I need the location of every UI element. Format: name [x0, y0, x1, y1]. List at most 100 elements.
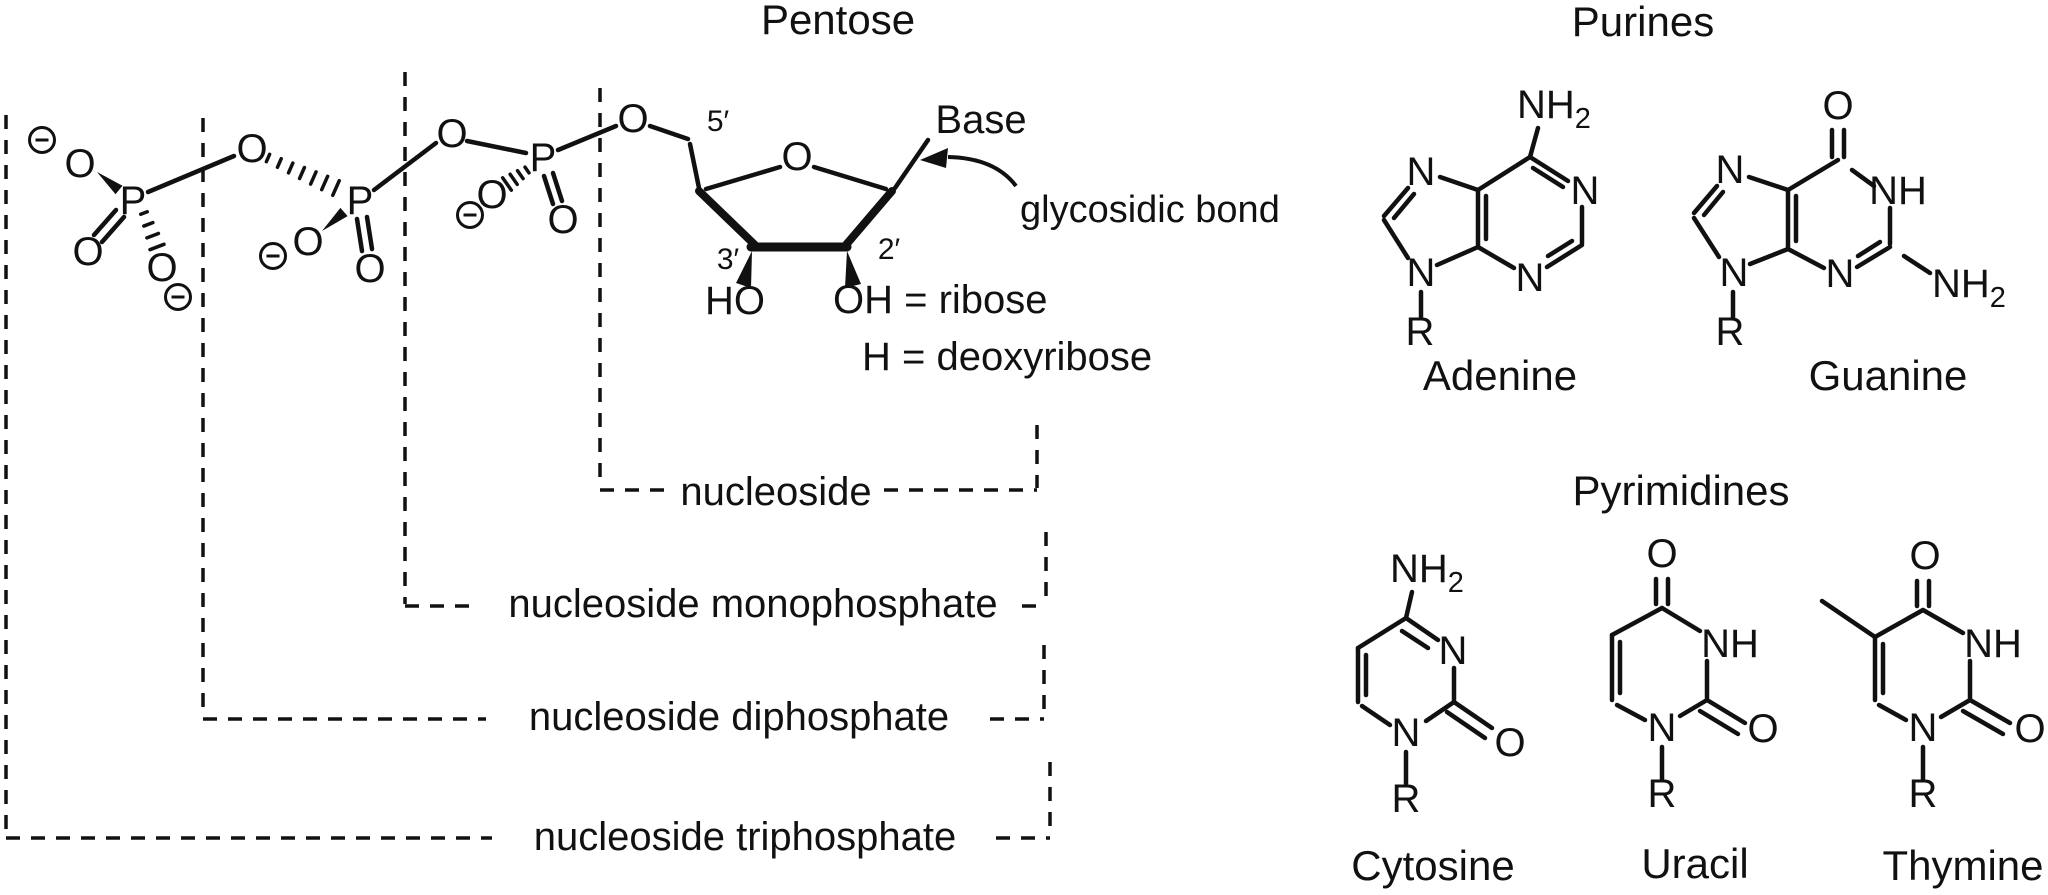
uracil-name: Uracil	[1641, 840, 1748, 887]
glycosidic-bond-label: glycosidic bond	[1020, 189, 1280, 231]
bond-c2-o-double	[1960, 708, 2006, 737]
bond-c4-oring	[703, 164, 783, 192]
bracket-label-diphosphate: nucleoside diphosphate	[529, 695, 949, 739]
bond-c4-n3-inner	[1399, 628, 1431, 651]
bond-oring-c1	[811, 164, 889, 192]
bond-c2-o	[1967, 697, 2013, 726]
atom-n3h: NH	[1964, 622, 2022, 666]
atom-p-gamma: P	[120, 179, 147, 223]
bond-p1-double-o	[91, 207, 119, 238]
hash-obridge-p2	[264, 152, 341, 198]
bond-c2-n3	[1544, 242, 1585, 270]
bond-c2-o	[1704, 697, 1748, 726]
bond-n7-c8-inner	[1701, 189, 1726, 218]
bond-c1-base	[892, 137, 931, 191]
bond-c4-c3-bold	[695, 187, 759, 249]
hash-p3-o	[500, 165, 531, 192]
atom-n1: N	[1648, 706, 1677, 750]
hash-tick	[308, 170, 318, 186]
adenine-name: Adenine	[1423, 352, 1577, 399]
hash-tick	[275, 156, 283, 170]
bond-c2-n1	[1938, 697, 1973, 720]
atom-nh2: NH2	[1932, 262, 2006, 314]
atom-p-alpha: P	[530, 136, 557, 180]
bond-c2-n3	[1854, 244, 1893, 270]
arrow-head	[920, 148, 948, 168]
bond-n7-c8-inner	[1391, 191, 1417, 221]
atom-o4: O	[1909, 534, 1940, 578]
atom-p-beta: P	[347, 179, 374, 223]
label-3prime: 3′	[717, 243, 740, 276]
atom-n9: N	[1720, 251, 1749, 295]
atom-o: O	[64, 142, 95, 186]
atom-o: O	[146, 246, 177, 290]
thymine-name: Thymine	[1882, 842, 2043, 889]
bracket-label-triphosphate: nucleoside triphosphate	[534, 815, 957, 859]
atom-n7: N	[1716, 148, 1745, 192]
subscript: 2	[1575, 103, 1591, 135]
cytosine-name: Cytosine	[1351, 842, 1514, 889]
deoxyribose-legend: H = deoxyribose	[862, 335, 1152, 379]
bond-c5-c4	[1355, 615, 1409, 651]
bond-c8-n9	[1381, 217, 1411, 261]
atom-o2: O	[1494, 721, 1525, 765]
atom-o-bridge: O	[436, 112, 467, 156]
bond-c4-n3	[1403, 615, 1441, 643]
atom-n1h: NH	[1869, 169, 1927, 213]
glycosidic-arrow	[920, 148, 1018, 188]
atom-o: O	[547, 198, 578, 242]
atom-o-bridge: O	[236, 127, 267, 171]
atom-n1: N	[1571, 169, 1600, 213]
hash-p1-o	[138, 210, 166, 252]
atom-ho: HO	[705, 279, 765, 323]
r-group: R	[1648, 772, 1677, 816]
bond-p2-double-o	[354, 216, 365, 254]
atom-n3: N	[1439, 629, 1468, 673]
wedge-o-p1	[97, 172, 123, 195]
hash-tick	[523, 165, 531, 175]
atom-n1: N	[1909, 706, 1938, 750]
bond-c2-n1	[1423, 699, 1457, 724]
atom-o: O	[354, 247, 385, 291]
r-group: R	[1909, 772, 1938, 816]
ribose-legend: OH = ribose	[833, 278, 1048, 322]
pyrimidines-title: Pyrimidines	[1572, 467, 1789, 514]
bond-c5-c6	[1475, 154, 1533, 193]
bond-p3-double-o	[541, 173, 556, 207]
bond-c4-nh2	[1403, 589, 1415, 621]
bond-c5-c4	[1609, 605, 1665, 638]
hash-tick	[508, 172, 519, 187]
bond-c6-n1	[1527, 154, 1571, 184]
atom-n9: N	[1407, 251, 1436, 295]
bond-c2-c1-bold	[841, 187, 896, 250]
hash-tick	[145, 231, 161, 240]
hash-tick	[500, 176, 514, 192]
bond-n9-c4	[1747, 246, 1791, 267]
bond-obridge-p3	[464, 138, 529, 156]
atom-n3: N	[1516, 256, 1545, 300]
bracket-label-nucleoside: nucleoside	[680, 470, 871, 514]
atom-o2: O	[2014, 707, 2045, 751]
bond-c6-nh2	[1527, 125, 1541, 160]
minus-charge-icon	[456, 201, 484, 229]
bond-c2-n1	[1677, 697, 1710, 719]
hash-tick	[515, 168, 525, 181]
purines-title: Purines	[1572, 0, 1714, 45]
atom-n3h: NH	[1701, 622, 1759, 666]
guanine-name: Guanine	[1809, 352, 1968, 399]
atom-n7: N	[1407, 150, 1436, 194]
atom-o-ring: O	[781, 135, 812, 179]
minus-charge-icon	[259, 242, 287, 270]
bond-p3-o5prime	[555, 123, 619, 153]
bond-c8-n9	[1691, 215, 1722, 260]
bond-n1-c6	[1359, 703, 1393, 728]
bond-p1-double-o	[99, 214, 127, 245]
hash-tick	[142, 220, 155, 228]
bond-c6-n1-inner	[1530, 165, 1566, 190]
minus-charge-icon	[164, 283, 192, 311]
minus-charge-icon	[28, 126, 56, 154]
arrow-curve	[947, 155, 1018, 188]
